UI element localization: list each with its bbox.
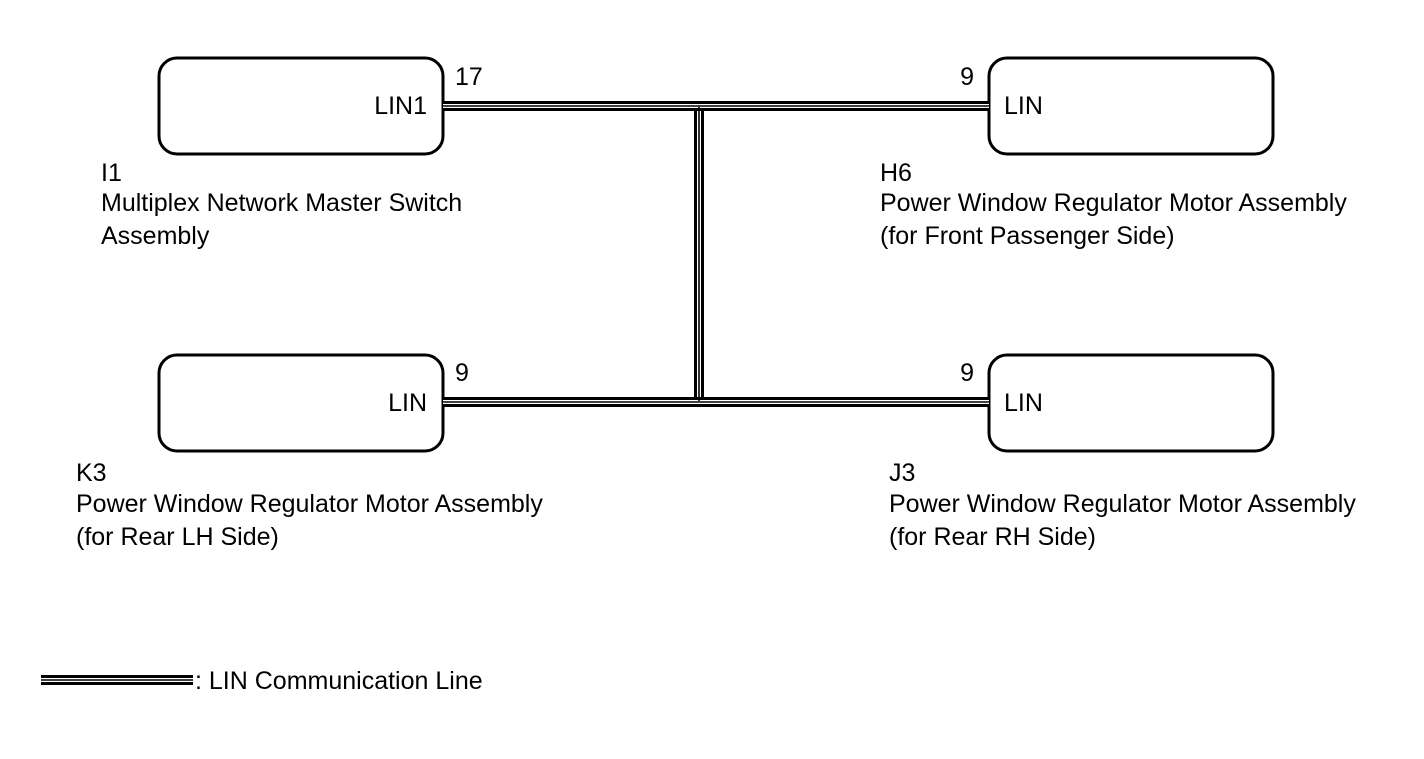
h6-name-line2: (for Front Passenger Side) <box>880 222 1175 250</box>
h6-code: H6 <box>880 159 912 187</box>
i1-name-line1: Multiplex Network Master Switch <box>101 189 462 217</box>
h6-terminal-label: LIN <box>1004 92 1043 120</box>
h6-name-line1: Power Window Regulator Motor Assembly <box>880 189 1347 217</box>
k3-terminal-label: LIN <box>388 389 427 417</box>
i1-pin-number: 17 <box>455 63 483 91</box>
k3-code: K3 <box>76 459 107 487</box>
j3-name-line2: (for Rear RH Side) <box>889 523 1096 551</box>
legend-label: : LIN Communication Line <box>195 667 483 695</box>
i1-terminal-label: LIN1 <box>374 92 427 120</box>
j3-pin-number: 9 <box>960 359 974 387</box>
i1-code: I1 <box>101 159 122 187</box>
k3-pin-number: 9 <box>455 359 469 387</box>
k3-name-line1: Power Window Regulator Motor Assembly <box>76 490 543 518</box>
k3-name-line2: (for Rear LH Side) <box>76 523 279 551</box>
lin-communication-wiring <box>443 101 989 407</box>
i1-name-line2: Assembly <box>101 222 210 250</box>
j3-code: J3 <box>889 459 915 487</box>
j3-terminal-label: LIN <box>1004 389 1043 417</box>
j3-name-line1: Power Window Regulator Motor Assembly <box>889 490 1356 518</box>
h6-pin-number: 9 <box>960 63 974 91</box>
